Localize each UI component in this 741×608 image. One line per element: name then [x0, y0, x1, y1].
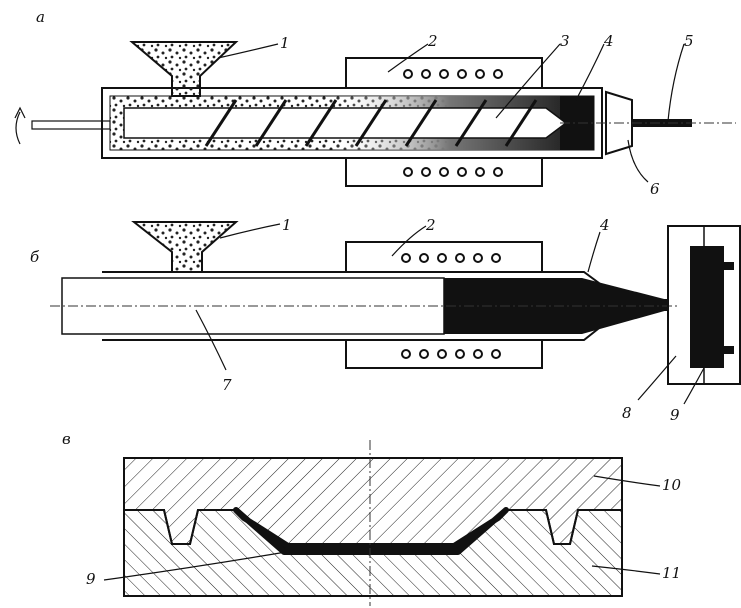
- heater-coils-b: [401, 253, 501, 359]
- callout-v-11: 11: [662, 564, 681, 582]
- callout-a-5: 5: [684, 32, 694, 50]
- callout-v-9: 9: [86, 570, 96, 588]
- extrudate: [632, 119, 692, 127]
- leaders-v: [103, 475, 661, 581]
- callout-b-8: 8: [622, 404, 632, 422]
- panel-v: в 10 11 9: [62, 430, 682, 606]
- callout-a-2: 2: [427, 32, 438, 50]
- formed-part: [233, 507, 509, 555]
- callout-b-9: 9: [670, 406, 680, 424]
- heater-top-b: [345, 241, 543, 273]
- screw: [123, 107, 568, 139]
- callout-b-2: 2: [425, 216, 436, 234]
- panel-b: б 1 2 4 7: [30, 216, 741, 424]
- leaders-a: [217, 43, 685, 183]
- panel-b-label: б: [30, 248, 40, 266]
- hopper-b: [131, 221, 239, 273]
- callout-b-4: 4: [599, 216, 610, 234]
- callout-v-10: 10: [662, 476, 682, 494]
- screw-flights: [204, 99, 538, 147]
- callout-a-3: 3: [560, 32, 570, 50]
- panel-a: а: [14, 8, 736, 198]
- rotation-arrow-icon: [15, 111, 21, 145]
- die-head: [605, 90, 633, 156]
- hopper: [129, 41, 239, 97]
- callout-a-4: 4: [603, 32, 614, 50]
- heater-top: [345, 57, 543, 89]
- callout-b-1: 1: [282, 216, 292, 234]
- molded-part-b: [690, 246, 734, 368]
- heater-coils: [403, 69, 503, 177]
- panel-v-label: в: [62, 430, 71, 448]
- panel-a-label: а: [36, 8, 45, 26]
- heater-bottom: [345, 157, 543, 187]
- callout-a-6: 6: [650, 180, 660, 198]
- callout-b-7: 7: [222, 376, 232, 394]
- drive-shaft: [31, 120, 111, 130]
- heater-bottom-b: [345, 339, 543, 369]
- callout-a-1: 1: [280, 34, 290, 52]
- leaders-b: [195, 223, 705, 405]
